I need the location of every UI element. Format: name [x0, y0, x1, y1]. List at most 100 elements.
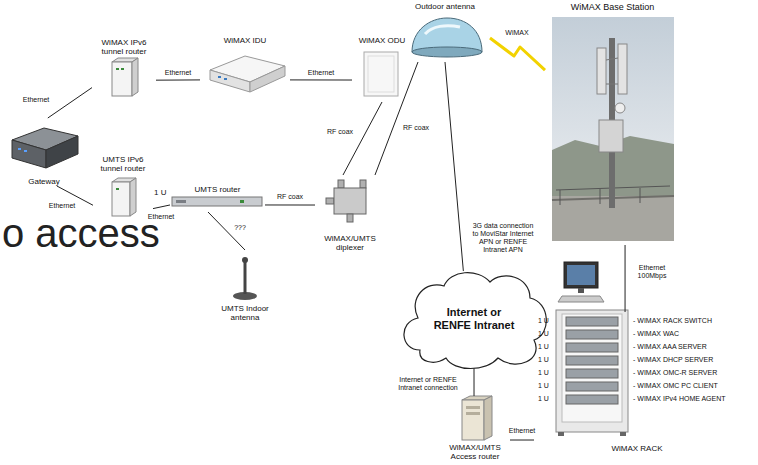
antenna-device: Outdoor antenna — [400, 2, 490, 62]
diplexer-icon — [326, 180, 366, 222]
diplexer-icon-part — [326, 198, 334, 204]
connector-label: RF coax — [326, 128, 354, 136]
cable-connector — [445, 62, 463, 271]
rack-item: - WIMAX AAA SERVER — [633, 343, 707, 351]
indoor-antenna-icon-part — [244, 262, 247, 294]
idu-icon-part — [250, 66, 285, 92]
device-label: UMTS Indoor antenna — [212, 304, 278, 322]
base-station-photo — [552, 17, 674, 241]
base-station-photo-part — [597, 48, 606, 94]
connector-label: Ethernet 100Mbps — [628, 264, 676, 280]
device-label: WiMAX/UMTS diplexer — [315, 234, 385, 252]
device-label: WiMAX Base Station — [545, 2, 680, 12]
wimax-router-icon-part — [121, 68, 124, 70]
gateway-icon-part — [18, 148, 21, 150]
connector-label: Ethernet — [48, 202, 76, 210]
umts-1u-router-icon-part — [172, 197, 262, 206]
cable-connector — [625, 245, 626, 312]
device-label: WiMAX IDU — [200, 36, 290, 45]
unit-size: 1 U — [538, 382, 549, 390]
rack-icon-part — [558, 432, 564, 436]
connector-label: Ethernet — [307, 69, 335, 77]
connector-label: Ethernet — [22, 96, 50, 104]
rack-icon-part — [566, 395, 618, 404]
indoor-antenna-icon-part — [242, 257, 248, 263]
outdoor-antenna-icon — [412, 18, 482, 57]
gateway-icon-part — [46, 136, 78, 168]
rack-item: - WIMAX OMC PC CLIENT — [633, 382, 718, 390]
unit-size: 1 U — [538, 343, 549, 351]
base-station-photo-part — [552, 17, 674, 241]
umts-router-icon-part — [112, 182, 130, 216]
rack-icon-part — [566, 317, 618, 326]
idu-device: WiMAX IDU — [200, 36, 290, 108]
gateway-icon — [12, 128, 78, 168]
cable-connector — [156, 79, 200, 80]
gateway-icon-part — [24, 150, 27, 152]
base-station-photo-part — [606, 58, 618, 84]
rack-item: - WIMAX IPv4 HOME AGENT — [633, 395, 726, 403]
connector-label: ??? — [233, 224, 247, 232]
device-label: Outdoor antenna — [400, 2, 490, 11]
diplexer-icon-part — [347, 214, 353, 222]
idu-icon — [210, 56, 285, 92]
device-label: UMTS IPv6 tunnel router — [93, 155, 153, 173]
diplexer-icon-part — [360, 180, 366, 188]
rack-icon-part — [620, 432, 626, 436]
umts-1u-router-icon-part — [176, 200, 186, 203]
cable-connector — [153, 205, 170, 209]
rack-icon-part — [566, 382, 618, 391]
connector-label: RF coax — [276, 193, 304, 201]
umts-router-icon-part — [130, 178, 136, 216]
router-device: UMTS router — [170, 185, 265, 212]
gateway-device: Gateway — [6, 118, 82, 186]
outdoor-antenna-icon-part — [425, 26, 460, 34]
monitor-icon-part — [578, 288, 584, 293]
access-router: WiMAX/UMTS Access router — [440, 396, 510, 461]
umts-1u-router-icon — [172, 197, 262, 206]
rack-item: - WIMAX RACK SWITCH — [633, 317, 712, 325]
connector-label: RF coax — [402, 124, 430, 132]
device-label: WiMAX IPv6 tunnel router — [92, 38, 156, 56]
odu-icon-part — [368, 56, 394, 92]
access-router-icon-part — [462, 400, 484, 440]
rack-icon-part — [566, 343, 618, 352]
antenna-device: UMTS Indoor antenna — [212, 250, 278, 322]
unit-size: 1 U — [538, 369, 549, 377]
rack-icon-part — [566, 330, 618, 339]
cable-connector — [474, 367, 475, 396]
monitor-icon-part — [558, 296, 604, 302]
rack-icon-part — [556, 310, 628, 432]
connector-label: Ethernet — [508, 427, 536, 435]
unit-size: 1 U — [538, 356, 549, 364]
rack-item: - WIMAX WAC — [633, 330, 679, 338]
monitor-icon-part — [567, 265, 595, 285]
slide-text: o access — [2, 210, 160, 256]
umts-router-icon-part — [116, 188, 119, 190]
wimax-router-icon-part — [116, 68, 119, 70]
wireless-link — [490, 38, 545, 70]
connector-label: WiMAX — [504, 29, 529, 37]
device-label: UMTS router — [170, 185, 265, 194]
idu-icon-part — [218, 76, 221, 78]
access-router-icon-part — [484, 396, 492, 440]
device-label: Gateway — [6, 177, 82, 186]
cable-connector — [48, 88, 92, 118]
gateway-icon-part — [12, 140, 46, 168]
cloud-label: Internet or RENFE Intranet — [428, 306, 520, 331]
cloud-outline — [404, 273, 546, 369]
idu-icon-part — [210, 70, 250, 92]
rack-icon-part — [562, 314, 622, 422]
unit-size: 1 U — [538, 317, 549, 325]
monitor-icon-part — [564, 262, 598, 288]
connector-label: Internet or RENFE Intranet connection — [391, 376, 465, 392]
idu-icon-part — [224, 78, 227, 80]
odu-icon — [364, 52, 398, 96]
device-label: WiMAX RACK — [534, 444, 740, 453]
network-cloud: Internet or RENFE Intranet — [398, 268, 550, 370]
access-router-icon-part — [466, 406, 480, 409]
umts-router-icon — [112, 178, 136, 216]
diplexer-device: WiMAX/UMTS diplexer — [315, 175, 385, 252]
access-router-icon — [462, 396, 492, 440]
